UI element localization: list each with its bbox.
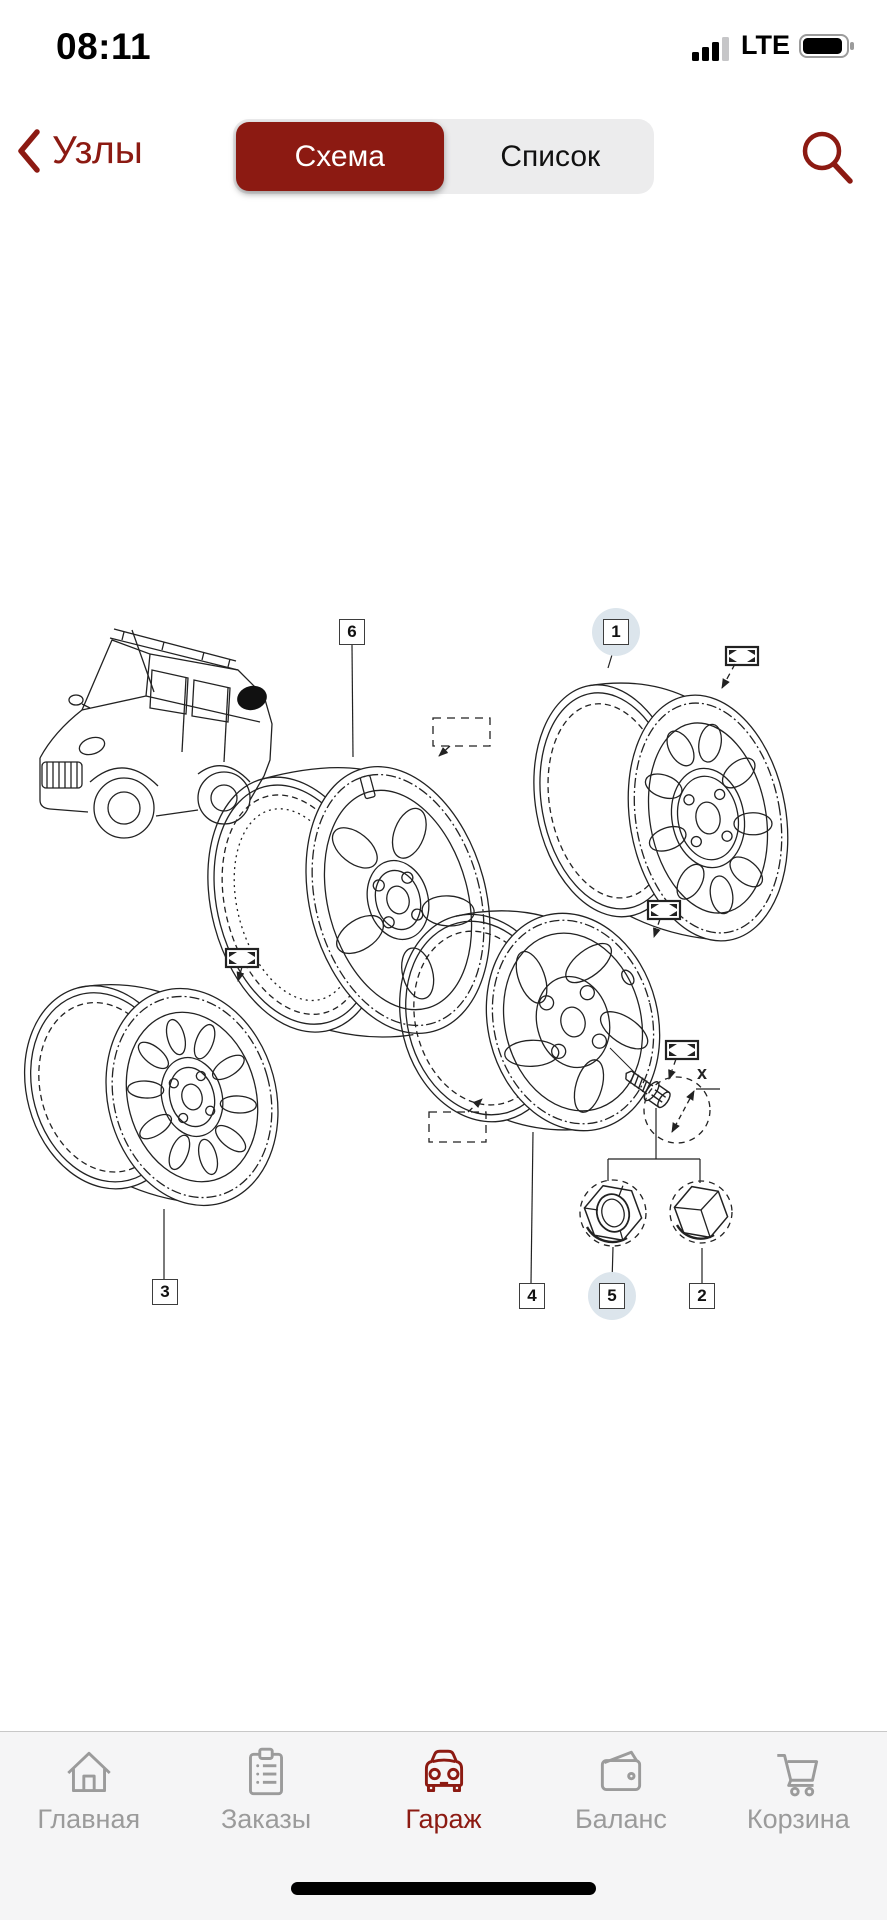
alloy-wheel-multi-spoke-drawing	[23, 983, 279, 1207]
dimension-circle	[643, 1076, 711, 1144]
cart-icon	[777, 1753, 819, 1797]
callout-1[interactable]: 1	[603, 619, 629, 645]
orders-clipboard-icon	[249, 1747, 284, 1796]
steel-wheel-drawing	[533, 682, 789, 942]
segmented-control: Схема Список	[233, 119, 654, 194]
dimension-label: x	[697, 1063, 708, 1083]
tab-schema[interactable]: Схема	[236, 122, 444, 191]
tab-cart-label: Корзина	[746, 1804, 850, 1834]
callout-5[interactable]: 5	[599, 1283, 625, 1309]
tab-orders-label: Заказы	[220, 1804, 312, 1834]
callout-2[interactable]: 2	[689, 1283, 715, 1309]
part-tag-icon	[664, 1039, 700, 1061]
cellular-signal-icon	[692, 36, 729, 61]
wallet-icon	[600, 1750, 642, 1792]
battery-icon	[799, 33, 854, 58]
tab-cart[interactable]: Корзина	[710, 1744, 887, 1920]
back-button[interactable]: Узлы	[16, 128, 143, 174]
tab-home[interactable]: Главная	[0, 1744, 177, 1920]
tab-garage[interactable]: Гараж	[355, 1744, 532, 1920]
placeholder-box	[432, 717, 491, 747]
wheel-cap-closed-drawing	[669, 1180, 733, 1244]
tab-orders[interactable]: Заказы	[177, 1744, 354, 1920]
part-tag-icon	[224, 947, 260, 969]
wheel-bolt-drawing	[625, 1070, 671, 1109]
callout-4[interactable]: 4	[519, 1283, 545, 1309]
part-tag-icon	[646, 899, 682, 921]
placeholder-box	[428, 1111, 487, 1143]
alloy-wheel-swirl-drawing	[398, 910, 661, 1132]
chevron-left-icon	[18, 129, 40, 173]
network-type-label: LTE	[741, 30, 790, 60]
search-button[interactable]	[794, 124, 862, 192]
tab-balance-label: Баланс	[574, 1804, 667, 1834]
home-indicator[interactable]	[291, 1882, 596, 1895]
car-drawing	[39, 628, 273, 839]
alloy-wheel-5-spoke-drawing	[207, 766, 491, 1038]
callout-6[interactable]: 6	[339, 619, 365, 645]
tab-garage-label: Гараж	[405, 1804, 482, 1834]
callout-3[interactable]: 3	[152, 1279, 178, 1305]
search-icon	[802, 131, 853, 184]
wheel-cap-open-drawing	[579, 1179, 647, 1247]
callout-lines	[163, 644, 703, 1284]
back-button-label: Узлы	[52, 129, 143, 172]
status-time: 08:11	[56, 26, 152, 67]
garage-car-icon	[424, 1749, 463, 1793]
tab-home-label: Главная	[37, 1804, 141, 1834]
tab-balance[interactable]: Баланс	[532, 1744, 709, 1920]
status-right-cluster: LTE	[692, 30, 857, 61]
home-icon	[66, 1751, 111, 1793]
tab-list[interactable]: Список	[500, 140, 601, 173]
part-tag-icon	[724, 645, 760, 667]
